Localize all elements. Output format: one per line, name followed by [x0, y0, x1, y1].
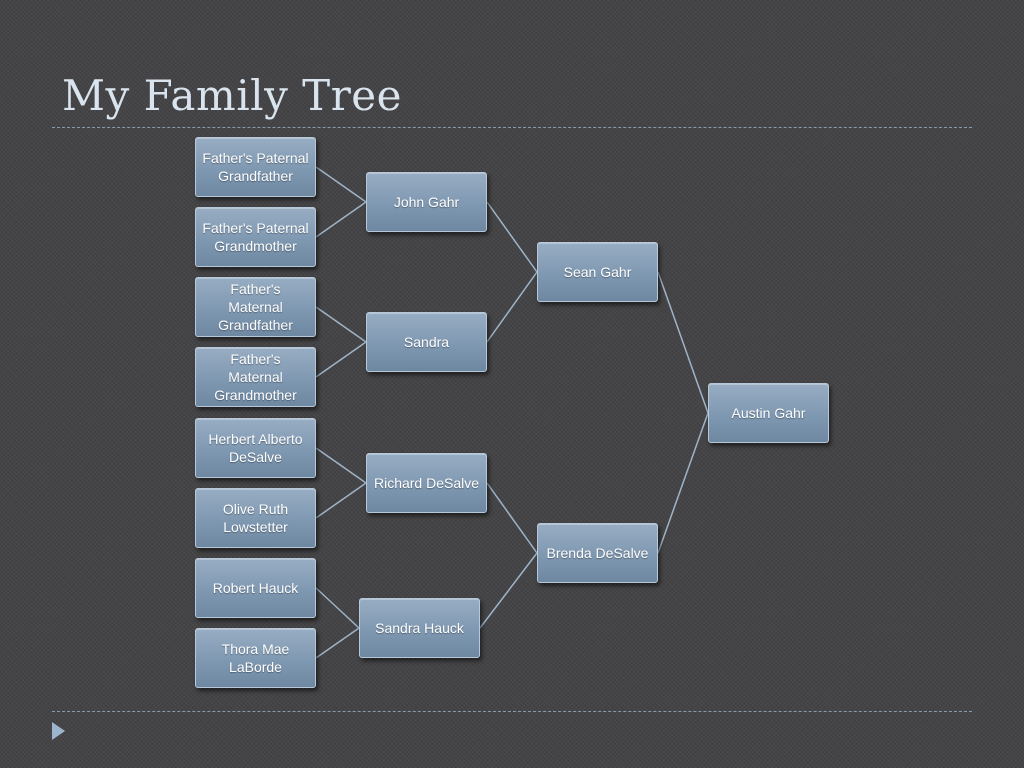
node-label: John Gahr — [393, 194, 460, 210]
node-richard-desalve[interactable]: Richard DeSalve — [366, 453, 487, 513]
slide-title: My Family Tree — [62, 71, 402, 120]
node-herbert-alberto-desalve[interactable]: Herbert Alberto DeSalve — [195, 418, 316, 478]
play-triangle-icon[interactable] — [52, 722, 65, 740]
connector-line — [486, 201, 538, 273]
node-austin-gahr[interactable]: Austin Gahr — [708, 383, 829, 443]
node-brenda-desalve[interactable]: Brenda DeSalve — [537, 523, 658, 583]
node-john-gahr[interactable]: John Gahr — [366, 172, 487, 232]
node-fathers-maternal-grandmother[interactable]: Father's Maternal Grandmother — [195, 347, 316, 407]
node-label: Father's Maternal Grandfather — [218, 281, 293, 333]
node-robert-hauck[interactable]: Robert Hauck — [195, 558, 316, 618]
node-fathers-maternal-grandfather[interactable]: Father's Maternal Grandfather — [195, 277, 316, 337]
footer-divider — [52, 711, 972, 712]
node-sandra[interactable]: Sandra — [366, 312, 487, 372]
connector-line — [315, 201, 367, 238]
node-fathers-paternal-grandfather[interactable]: Father's Paternal Grandfather — [195, 137, 316, 197]
node-label: Robert Hauck — [212, 580, 299, 596]
node-label: Father's Paternal Grandmother — [202, 220, 309, 254]
node-olive-ruth-lowstetter[interactable]: Olive Ruth Lowstetter — [195, 488, 316, 548]
node-fathers-paternal-grandmother[interactable]: Father's Paternal Grandmother — [195, 207, 316, 267]
node-label: Olive Ruth Lowstetter — [222, 501, 289, 535]
node-label: Father's Maternal Grandmother — [214, 351, 297, 403]
connector-line — [315, 482, 367, 519]
connector-line — [315, 587, 360, 629]
connector-line — [479, 552, 538, 629]
node-label: Richard DeSalve — [373, 475, 480, 491]
node-label: Father's Paternal Grandfather — [202, 150, 309, 184]
title-divider — [52, 127, 972, 128]
connector-line — [315, 166, 367, 203]
connector-line — [315, 447, 367, 484]
node-label: Sandra Hauck — [375, 620, 464, 636]
connector-line — [486, 271, 538, 343]
connector-line — [315, 341, 367, 378]
node-label: Sean Gahr — [563, 264, 632, 280]
node-label: Brenda DeSalve — [546, 545, 649, 561]
node-label: Austin Gahr — [731, 405, 806, 421]
node-sandra-hauck[interactable]: Sandra Hauck — [359, 598, 480, 658]
connector-line — [315, 627, 360, 659]
node-thora-mae-laborde[interactable]: Thora Mae LaBorde — [195, 628, 316, 688]
connector-line — [486, 482, 538, 554]
node-label: Herbert Alberto DeSalve — [208, 431, 303, 465]
connector-line — [315, 306, 367, 343]
node-label: Thora Mae LaBorde — [221, 641, 290, 675]
connector-line — [657, 412, 709, 554]
node-sean-gahr[interactable]: Sean Gahr — [537, 242, 658, 302]
node-label: Sandra — [403, 334, 450, 350]
connector-line — [657, 271, 709, 414]
